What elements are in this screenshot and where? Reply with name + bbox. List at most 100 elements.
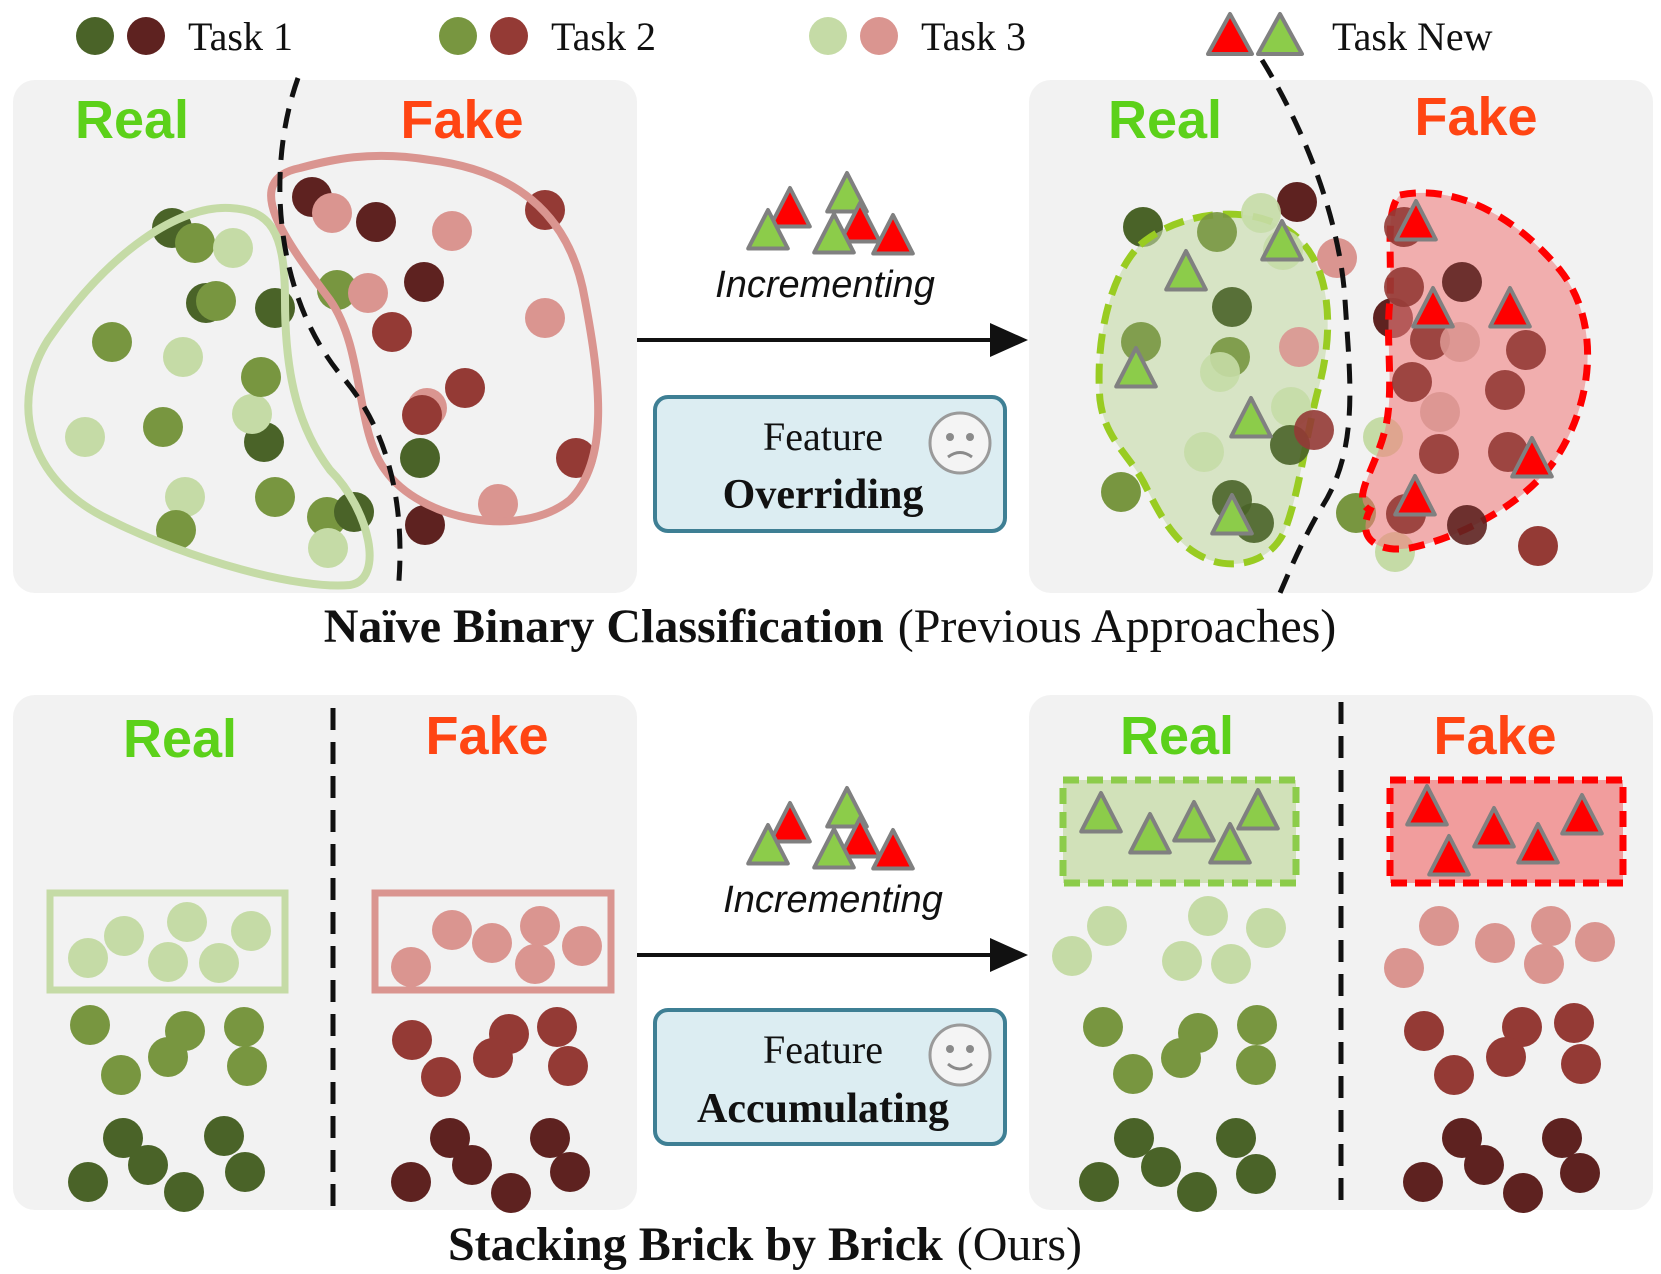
sample-dot xyxy=(164,1172,204,1212)
bottom-left-dots xyxy=(68,902,602,1213)
sample-dot xyxy=(128,1145,168,1185)
sample-dot xyxy=(1197,212,1237,252)
sample-dot xyxy=(445,368,485,408)
sample-dot xyxy=(1464,1145,1504,1185)
sample-dot xyxy=(165,477,205,517)
sample-dot xyxy=(1442,1118,1482,1158)
sample-dot xyxy=(473,1038,513,1078)
sample-dot xyxy=(1087,906,1127,946)
sample-dot xyxy=(68,938,108,978)
box-line1: Feature xyxy=(763,414,883,459)
legend-new-fake-triangle xyxy=(1206,12,1254,56)
sample-dot xyxy=(432,910,472,950)
fake-label: Fake xyxy=(1433,706,1556,766)
fake-new-triangle xyxy=(871,828,915,871)
real-new-triangle xyxy=(1079,791,1123,834)
bottom-right-triangles xyxy=(1079,784,1604,877)
feature-accumulating-box xyxy=(653,1008,1007,1146)
fake-new-triangle xyxy=(871,213,915,256)
sample-dot xyxy=(1184,432,1224,472)
real-new-triangle xyxy=(746,208,790,251)
real-new-triangle xyxy=(1210,493,1254,536)
sample-dot xyxy=(1236,1154,1276,1194)
sample-dot xyxy=(550,1152,590,1192)
top-incrementing-group: Incrementing Feature Overriding xyxy=(637,171,1028,533)
fake-new-triangle xyxy=(1516,822,1560,865)
sample-dot xyxy=(1503,1173,1543,1213)
sample-dot xyxy=(1236,1045,1276,1085)
sample-dot xyxy=(548,1046,588,1086)
sample-dot xyxy=(1403,1162,1443,1202)
sad-face-icon xyxy=(928,411,992,475)
sample-dot xyxy=(1384,267,1424,307)
fake-label: Fake xyxy=(425,706,548,766)
legend-new-real-triangle xyxy=(1256,12,1304,56)
sample-dot xyxy=(1434,1055,1474,1095)
sample-dot xyxy=(1121,322,1161,362)
sample-dot xyxy=(232,394,272,434)
top-caption-bold: Naïve Binary Classification xyxy=(324,600,884,653)
feature-overriding-box xyxy=(653,395,1007,533)
decision-boundary xyxy=(277,77,403,593)
sample-dot xyxy=(227,1046,267,1086)
sample-dot xyxy=(562,926,602,966)
sample-dot xyxy=(537,1007,577,1047)
sample-dot xyxy=(404,262,444,302)
bottom-caption-rest: (Ours) xyxy=(957,1218,1082,1271)
real-label: Real xyxy=(123,709,237,769)
incoming-triangles-bottom xyxy=(746,786,915,871)
sample-dot xyxy=(478,484,518,524)
sample-dot xyxy=(68,1162,108,1202)
real-new-triangle xyxy=(1208,822,1252,865)
sample-dot xyxy=(1113,1054,1153,1094)
legend-task3-real-dot xyxy=(809,17,847,55)
real-new-triangle xyxy=(1164,249,1208,292)
sample-dot xyxy=(372,312,412,352)
sample-dot xyxy=(167,902,207,942)
sample-dot xyxy=(1079,1162,1119,1202)
top-left-dots xyxy=(65,177,596,568)
sample-dot xyxy=(224,1007,264,1047)
bottom-right-dots xyxy=(1052,896,1615,1213)
real-label: Real xyxy=(1120,706,1234,766)
sample-dot xyxy=(1440,322,1480,362)
real-label: Real xyxy=(1108,90,1222,150)
happy-face-icon xyxy=(928,1023,992,1087)
sample-dot xyxy=(204,1116,244,1156)
sample-dot xyxy=(402,395,442,435)
sample-dot xyxy=(1277,182,1317,222)
sample-dot xyxy=(92,322,132,362)
top-left-panel: Real Fake xyxy=(13,77,637,593)
real-new-triangle xyxy=(825,786,869,829)
sample-dot xyxy=(101,1055,141,1095)
sample-dot xyxy=(1524,944,1564,984)
real-new-triangle xyxy=(1260,219,1304,262)
legend-task-new-label: Task New xyxy=(1332,14,1493,59)
fake-new-triangle xyxy=(1472,806,1516,849)
fake-new-triangle xyxy=(1405,784,1449,827)
top-right-triangles xyxy=(1114,199,1554,536)
sample-dot xyxy=(1502,1007,1542,1047)
sample-dot xyxy=(1162,941,1202,981)
arrow-head xyxy=(990,938,1028,972)
sample-dot xyxy=(1246,908,1286,948)
sample-dot xyxy=(312,193,352,233)
sample-dot xyxy=(231,911,271,951)
real-new-triangle xyxy=(812,212,856,255)
sample-dot xyxy=(213,228,253,268)
sample-dot xyxy=(199,943,239,983)
fake-new-triangle xyxy=(1394,199,1438,242)
fake-new-triangle xyxy=(1411,286,1455,329)
bottom-caption: Stacking Brick by Brick(Ours) xyxy=(448,1218,1082,1271)
sample-dot xyxy=(421,1057,461,1097)
legend-task1-fake-dot xyxy=(127,17,165,55)
fake-cluster-outline xyxy=(267,151,603,526)
real-cluster-outline xyxy=(24,203,374,590)
sample-dot xyxy=(430,1118,470,1158)
top-caption-rest: (Previous Approaches) xyxy=(898,600,1337,653)
bottom-right-panel: Real Fake xyxy=(1029,695,1653,1213)
sample-dot xyxy=(1392,362,1432,402)
sample-dot xyxy=(1216,1118,1256,1158)
sample-dot xyxy=(1177,1172,1217,1212)
sample-dot xyxy=(255,477,295,517)
